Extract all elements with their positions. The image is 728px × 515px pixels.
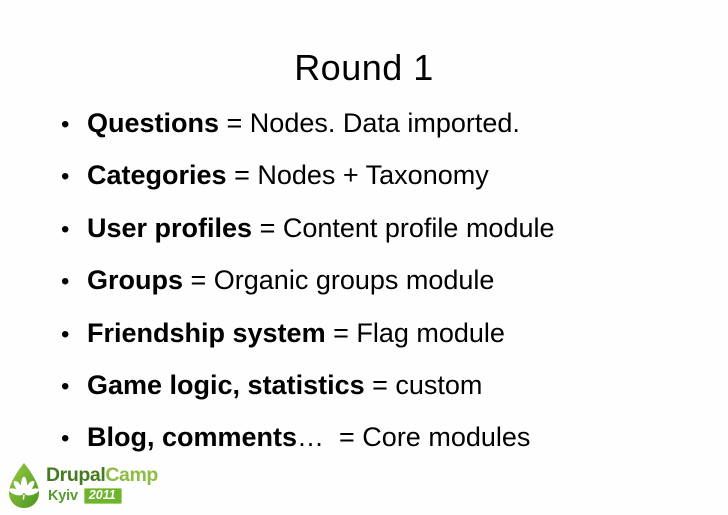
drupalcamp-logo: DrupalCamp Kyiv 2011 <box>7 462 158 509</box>
bullet-item: • Game logic, statistics = custom <box>61 360 718 412</box>
chestnut-leaf <box>9 476 39 500</box>
bullet-item: • Friendship system = Flag module <box>61 308 718 360</box>
bullet-definition: = Nodes. Data imported. <box>219 108 520 138</box>
brand-secondary-text: Camp <box>105 464 158 486</box>
slide-title: Round 1 <box>294 47 434 88</box>
bullet-marker: • <box>61 268 70 296</box>
bullet-item: • Groups = Organic groups module <box>61 255 718 307</box>
bullet-marker: • <box>61 111 70 138</box>
bullet-term: Groups <box>87 265 184 296</box>
bullet-term: Friendship system <box>87 317 326 348</box>
brand-primary-text: Drupal <box>46 464 106 486</box>
bullet-term: User profiles <box>87 212 253 243</box>
year-badge: 2011 <box>83 488 122 504</box>
bullet-term: Blog, comments <box>87 422 298 453</box>
bullet-marker: • <box>61 163 70 191</box>
bullet-list: • Questions = Nodes. Data imported. • Cate… <box>61 98 718 465</box>
bullet-marker: • <box>61 425 70 453</box>
droplet-chestnut-leaf-icon <box>9 463 39 508</box>
bullet-definition: = custom <box>364 370 483 401</box>
brand-line: DrupalCamp <box>46 464 158 486</box>
bullet-term: Categories <box>87 160 227 191</box>
bullet-definition: … = Core modules <box>297 422 531 453</box>
bullet-term: Questions <box>87 108 220 138</box>
city-line: Kyiv 2011 <box>48 488 158 504</box>
bullet-definition: = Content profile module <box>252 212 555 243</box>
bullet-item: • Blog, comments… = Core modules <box>61 412 718 464</box>
bullet-definition: = Flag module <box>325 317 505 348</box>
logo-wordmark: DrupalCamp Kyiv 2011 <box>46 462 158 504</box>
bullet-term: Game logic, statistics <box>87 370 365 401</box>
bullet-marker: • <box>61 215 70 243</box>
bullet-definition: = Nodes + Taxonomy <box>226 160 489 191</box>
bullet-item: • Categories = Nodes + Taxonomy <box>61 150 718 202</box>
bullet-marker: • <box>61 320 70 348</box>
bullet-definition: = Organic groups module <box>183 265 495 296</box>
bullet-item: • User profiles = Content profile module <box>61 203 718 255</box>
city-label: Kyiv <box>48 488 78 504</box>
bullet-item: • Questions = Nodes. Data imported. <box>61 98 718 150</box>
bullet-marker: • <box>61 373 70 401</box>
